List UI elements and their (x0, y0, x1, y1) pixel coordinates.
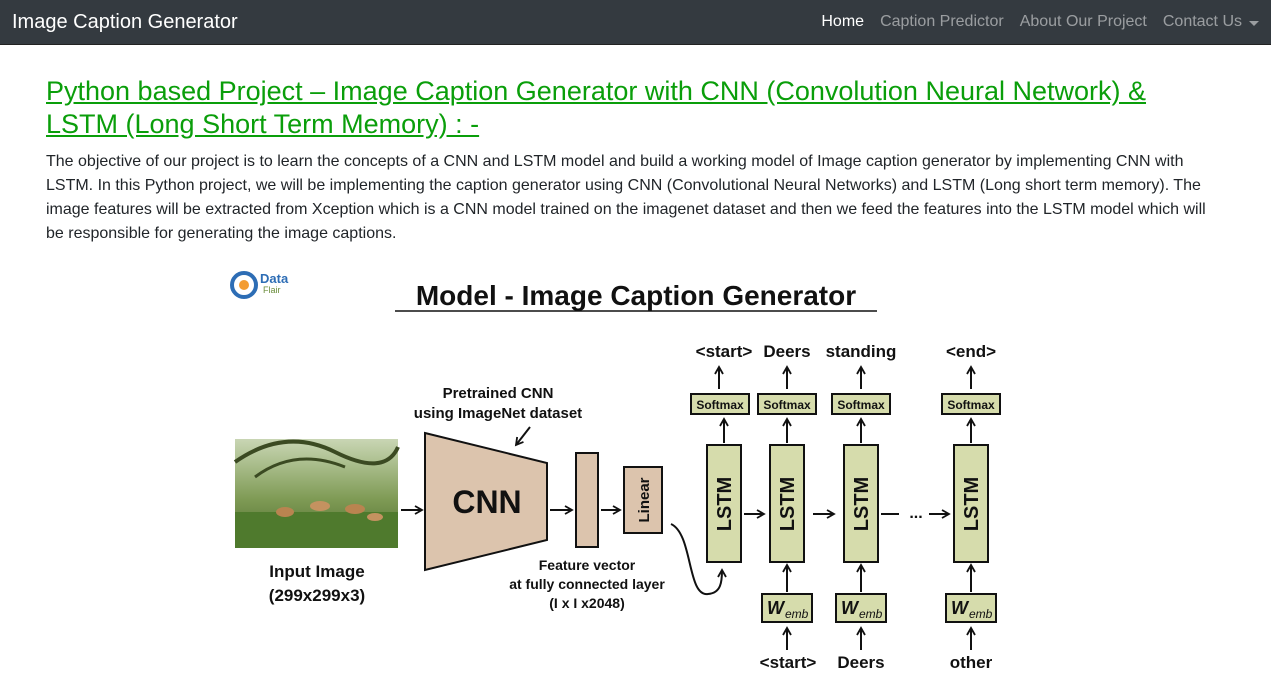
caret-down-icon (1249, 20, 1259, 26)
input-token-2: Deers (837, 653, 884, 670)
dataflair-logo: Data Flair (230, 271, 289, 299)
input-image-label: Input Image (269, 562, 364, 581)
svg-text:W: W (767, 598, 786, 618)
lstm-column-4: <end> Softmax LSTM W emb other (941, 342, 1001, 672)
svg-text:LSTM: LSTM (777, 477, 799, 531)
output-token-2: Deers (763, 342, 810, 361)
output-token-1: <start> (696, 342, 753, 361)
softmax-box-1 (690, 393, 750, 415)
softmax-box-3 (831, 393, 891, 415)
svg-text:Softmax: Softmax (947, 398, 995, 412)
arrow-pretrained (514, 426, 531, 447)
feature-label-1: Feature vector (539, 557, 636, 573)
linear-block (623, 466, 663, 534)
svg-text:emb: emb (969, 607, 993, 621)
wemb-box-3 (945, 593, 997, 623)
lstm-column-2: Deers Softmax LSTM W emb <start> (757, 342, 836, 672)
nav-contact-us-dropdown[interactable]: Contact Us (1163, 13, 1259, 31)
svg-text:Softmax: Softmax (837, 398, 885, 412)
lstm-column-1: <start> Softmax LSTM (690, 342, 766, 563)
svg-text:Softmax: Softmax (763, 398, 811, 412)
logo-line2: Flair (263, 285, 281, 295)
lstm-box-4 (953, 444, 989, 563)
nav-contact-us-label: Contact Us (1162, 13, 1242, 30)
input-image-size: (299x299x3) (269, 586, 365, 605)
model-diagram: Data Flair Model - Image Caption Generat… (225, 262, 1015, 672)
output-token-4: <end> (946, 342, 996, 361)
wemb-box-2 (835, 593, 887, 623)
nav-caption-predictor[interactable]: Caption Predictor (880, 13, 1004, 30)
diagram-heading: Model - Image Caption Generator (416, 280, 856, 311)
svg-text:LSTM: LSTM (714, 477, 736, 531)
svg-text:emb: emb (785, 607, 809, 621)
project-description: The objective of our project is to learn… (46, 153, 1206, 242)
logo-ring-icon (230, 271, 258, 299)
input-token-1: <start> (760, 653, 817, 670)
ellipsis: ... (909, 505, 922, 522)
nav-home[interactable]: Home (821, 13, 865, 30)
lstm-column-3: standing Softmax LSTM ... W emb Deers (826, 342, 951, 672)
svg-text:emb: emb (859, 607, 883, 621)
svg-text:LSTM: LSTM (961, 477, 983, 531)
output-token-3: standing (826, 342, 897, 361)
svg-text:W: W (951, 598, 970, 618)
lstm-box-2 (769, 444, 805, 563)
main-content: Python based Project – Image Caption Gen… (0, 45, 1271, 246)
navbar: Image Caption Generator Home Caption Pre… (0, 0, 1271, 45)
svg-text:Softmax: Softmax (696, 398, 744, 412)
softmax-box-4 (941, 393, 1001, 415)
svg-text:LSTM: LSTM (851, 477, 873, 531)
wemb-box-1 (761, 593, 813, 623)
page-title-link[interactable]: Python based Project – Image Caption Gen… (46, 76, 1147, 139)
logo-line1: Data (260, 271, 289, 286)
cnn-label: CNN (452, 484, 521, 520)
logo-dot-icon (239, 280, 249, 290)
pretrained-label-1: Pretrained CNN (443, 385, 554, 402)
softmax-box-2 (757, 393, 817, 415)
pretrained-label-2: using ImageNet dataset (414, 405, 582, 422)
input-image (233, 439, 400, 548)
nav-menu: Home Caption Predictor About Our Project… (805, 0, 1259, 44)
navbar-brand[interactable]: Image Caption Generator (12, 10, 238, 33)
cnn-block (424, 431, 548, 572)
feature-label-3: (I x I x2048) (549, 595, 625, 611)
svg-text:W: W (841, 598, 860, 618)
linear-label: Linear (636, 477, 653, 522)
feature-label-2: at fully connected layer (509, 576, 665, 592)
lstm-box-1 (706, 444, 742, 563)
input-token-3: other (950, 653, 993, 670)
arrow-linear-to-lstm (670, 523, 727, 595)
nav-about-our-project[interactable]: About Our Project (1019, 13, 1147, 30)
feature-vector-block (575, 452, 599, 548)
lstm-box-3 (843, 444, 879, 563)
